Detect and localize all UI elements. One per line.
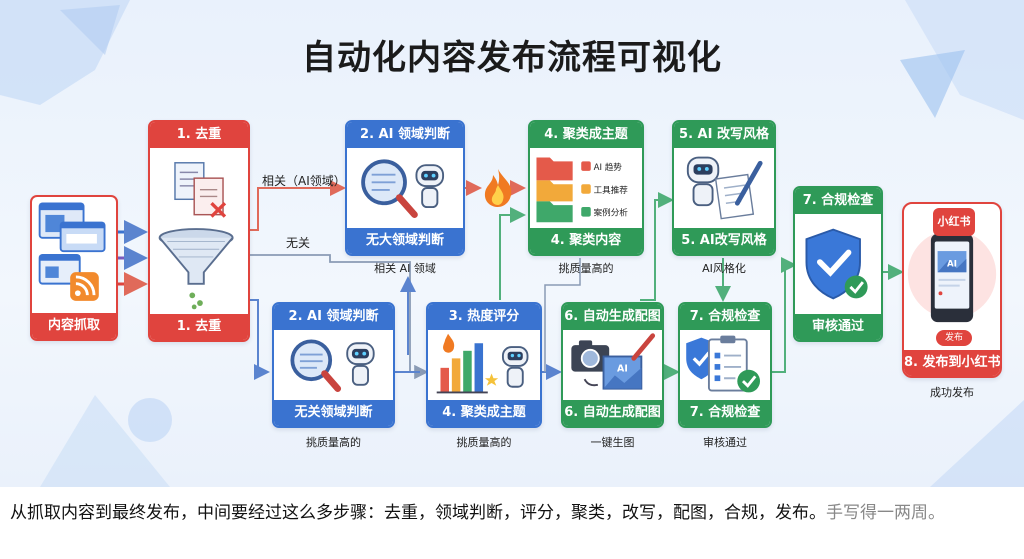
caption-text: 从抓取内容到最终发布，中间要经过这么多步骤：去重，领域判断，评分，聚类，改写，配… — [10, 500, 1016, 526]
step-domain-irrelevant-header: 2. AI 领域判断 — [274, 304, 393, 330]
step-domain-relevant-caption: 相关 AI 领域 — [374, 262, 436, 275]
step-compliance-lower-footer: 7. 合规检查 — [680, 400, 770, 426]
magnifier-robot-icon — [347, 148, 463, 228]
step-image-gen-footer: 6. 自动生成配图 — [563, 400, 662, 426]
step-domain-relevant-footer: 无大领域判断 — [347, 228, 463, 254]
step-rewrite-card: 5. AI 改写风格 5. AI改写风格 — [672, 120, 776, 256]
shield-clipboard-icon — [680, 330, 770, 400]
step-heat-score-footer: 4. 聚类成主题 — [428, 400, 540, 426]
step-publish-footer: 8. 发布到小红书 — [904, 350, 1000, 376]
browser-windows-icon — [32, 197, 116, 313]
funnel-icon — [150, 148, 248, 314]
ai-image-badge-text: AI — [617, 364, 628, 375]
step-domain-irrelevant-footer: 无关领域判断 — [274, 400, 393, 426]
step-compliance-lower-header: 7. 合规检查 — [680, 304, 770, 330]
diagram-canvas: 自动化内容发布流程可视化 — [0, 0, 1024, 487]
cluster-tag-1: 工具推荐 — [594, 184, 629, 196]
step-image-gen-header: 6. 自动生成配图 — [563, 304, 662, 330]
step-rewrite-header: 5. AI 改写风格 — [674, 122, 774, 148]
step-heat-score-header: 3. 热度评分 — [428, 304, 540, 330]
step-rewrite-caption: AI风格化 — [702, 262, 746, 275]
edge-dedup-to-domain-lower — [250, 299, 270, 380]
background-decoration — [0, 0, 1024, 487]
xiaohongshu-logo: 小红书 — [933, 208, 975, 236]
step-dedup-header: 1. 去重 — [150, 122, 248, 148]
step-domain-irrelevant-card: 2. AI 领域判断 无关领域判断 — [272, 302, 395, 428]
cluster-tag-0: AI 趋势 — [594, 161, 623, 173]
edge-dedup-to-relevant — [250, 180, 346, 231]
step-compliance-final-card: 7. 合规检查 审核通过 — [793, 186, 883, 342]
step-heat-score-card: 3. 热度评分 4. 聚类成主题 — [426, 302, 542, 428]
step-cluster-caption: 挑质量高的 — [558, 262, 614, 275]
step-domain-relevant-header: 2. AI 领域判断 — [347, 122, 463, 148]
step-publish-card: AI 小红书 发布 8. 发布到小红书 — [902, 202, 1002, 378]
robot-writing-icon — [674, 148, 774, 228]
folders-icon: AI 趋势 工具推荐 案例分析 — [530, 148, 642, 228]
cluster-tag-2: 案例分析 — [594, 207, 629, 219]
step-crawl-card: 内容抓取 — [30, 195, 118, 341]
edge-image-to-rewrite — [640, 192, 674, 301]
step-image-gen-card: 6. 自动生成配图 AI 6. 自动生成配图 — [561, 302, 664, 428]
caption-main: 从抓取内容到最终发布，中间要经过这么多步骤：去重，领域判断，评分，聚类，改写，配… — [10, 503, 826, 523]
page-title: 自动化内容发布流程可视化 — [302, 38, 722, 78]
connector-lines — [118, 180, 904, 380]
camera-brush-icon: AI — [563, 330, 662, 400]
step-rewrite-footer: 5. AI改写风格 — [674, 228, 774, 254]
magnifier-robot-icon — [274, 330, 393, 400]
edge-cluster-to-image — [544, 258, 581, 372]
bar-chart-robot-icon — [428, 330, 540, 400]
step-compliance-final-footer: 审核通过 — [795, 314, 881, 340]
edge-label-irrelevant: 无关 — [286, 236, 311, 250]
step-cluster-card: 4. 聚类成主题 AI 趋势 工具推荐 案例分析 4. 聚类内容 — [528, 120, 644, 256]
step-dedup-card: 1. 去重 1. 去重 — [148, 120, 250, 342]
step-compliance-final-header: 7. 合规检查 — [795, 188, 881, 214]
edge-compliance-to-final — [772, 257, 797, 373]
publish-button[interactable]: 发布 — [936, 330, 972, 346]
phone-icon: AI — [904, 204, 1000, 350]
step-cluster-header: 4. 聚类成主题 — [530, 122, 642, 148]
step-dedup-footer: 1. 去重 — [150, 314, 248, 340]
fire-icon — [484, 169, 512, 207]
edge-heat-to-cluster — [499, 207, 526, 300]
step-image-gen-caption: 一键生图 — [590, 436, 635, 449]
edge-label-relevant: 相关（AI领域） — [262, 174, 346, 188]
step-domain-relevant-card: 2. AI 领域判断 无大领域判断 — [345, 120, 465, 256]
step-heat-score-caption: 挑质量高的 — [456, 436, 512, 449]
step-publish-caption: 成功发布 — [930, 386, 974, 399]
step-cluster-footer: 4. 聚类内容 — [530, 228, 642, 254]
step-compliance-lower-caption: 审核通过 — [703, 436, 747, 449]
shield-check-icon — [795, 214, 881, 314]
step-domain-irrelevant-caption: 挑质量高的 — [306, 436, 361, 449]
ai-badge-text: AI — [947, 259, 957, 269]
step-compliance-lower-card: 7. 合规检查 7. 合规检查 — [678, 302, 772, 428]
step-crawl-footer: 内容抓取 — [32, 313, 116, 339]
caption-tail: 手写得一两周。 — [826, 503, 945, 523]
